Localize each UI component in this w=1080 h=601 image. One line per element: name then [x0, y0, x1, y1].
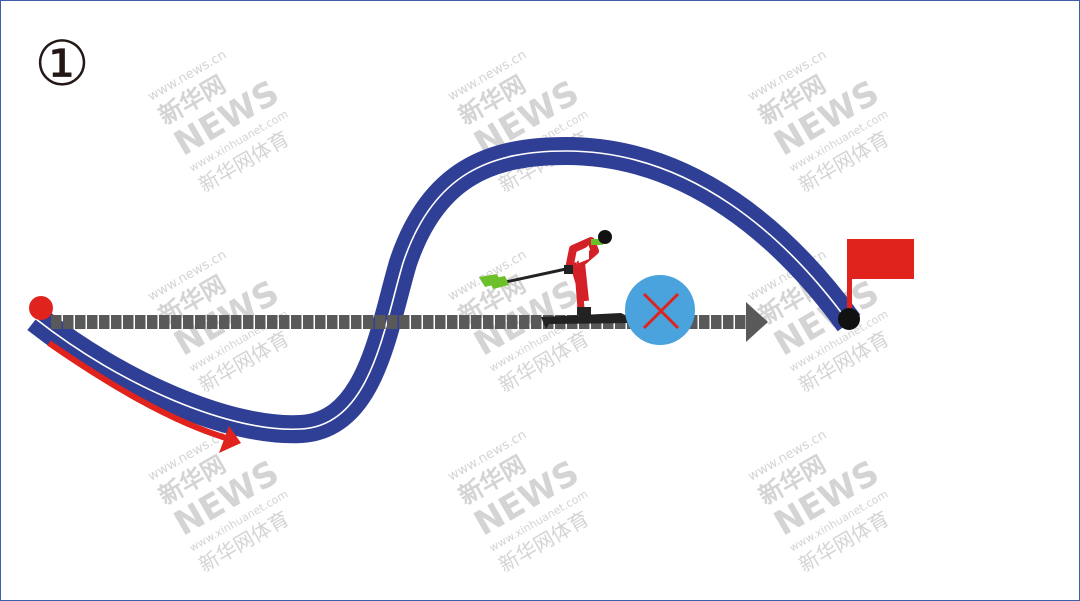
arrow-segment: [375, 315, 386, 329]
arrow-segment: [207, 315, 218, 329]
arrow-segment: [255, 315, 266, 329]
arrow-segment: [723, 315, 734, 329]
arrow-segment: [699, 315, 710, 329]
arrow-segment: [315, 315, 326, 329]
arrow-segment: [279, 315, 290, 329]
arrow-segment: [387, 315, 398, 329]
arrow-segment: [531, 315, 542, 329]
arrow-segment: [267, 315, 278, 329]
arrow-segment: [75, 315, 86, 329]
arrow-segment: [219, 315, 230, 329]
arrow-segment: [159, 315, 170, 329]
arrow-segment: [711, 315, 722, 329]
arrow-segment: [171, 315, 182, 329]
arrow-segment: [735, 315, 746, 329]
forbidden-cross-icon: [625, 275, 695, 345]
arrow-segment: [195, 315, 206, 329]
arrow-segment: [99, 315, 110, 329]
arrow-segment: [291, 315, 302, 329]
skier-icon: [479, 230, 641, 329]
arrow-segment: [351, 315, 362, 329]
arrow-segment: [447, 315, 458, 329]
arrow-segment: [423, 315, 434, 329]
arrow-segment: [51, 315, 62, 329]
direction-arrow: [47, 340, 241, 453]
arrow-segment: [483, 315, 494, 329]
finish-flag-icon: [838, 239, 914, 330]
arrow-segment: [363, 315, 374, 329]
arrow-segment: [303, 315, 314, 329]
arrow-segment: [507, 315, 518, 329]
arrow-segment: [63, 315, 74, 329]
arrow-segment: [87, 315, 98, 329]
arrow-segment: [231, 315, 242, 329]
arrow-segment: [471, 315, 482, 329]
arrow-segment: [147, 315, 158, 329]
arrow-segment: [519, 315, 530, 329]
arrow-segment: [459, 315, 470, 329]
step-number: ①: [34, 27, 90, 100]
start-dot-icon: [29, 296, 53, 320]
ski-track: [27, 136, 861, 444]
arrow-segment: [135, 315, 146, 329]
arrow-segment: [111, 315, 122, 329]
arrow-segment: [435, 315, 446, 329]
watermarks: www.news.cn新华网NEWSwww.xinhuanet.com新华网体育…: [146, 47, 894, 577]
arrow-segment: [339, 315, 350, 329]
arrow-segment: [183, 315, 194, 329]
arrow-segment: [399, 315, 410, 329]
arrow-segment: [327, 315, 338, 329]
arrow-segment: [123, 315, 134, 329]
arrow-segment: [243, 315, 254, 329]
arrow-segment: [411, 315, 422, 329]
arrow-segment: [495, 315, 506, 329]
